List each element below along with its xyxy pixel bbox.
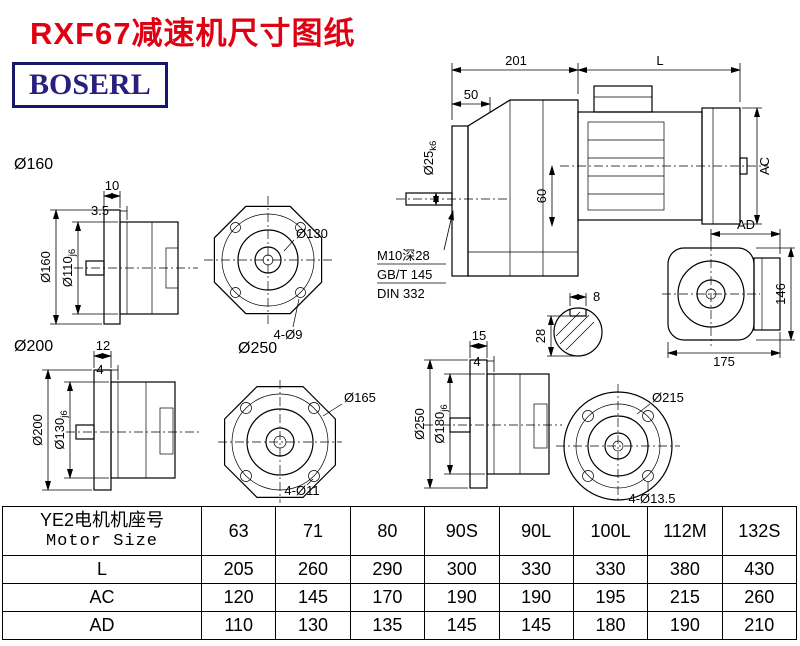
technical-drawing-canvas: 201 L 50 Ø25k6 60 AC M10深28 GB/T 145 DIN… — [14, 53, 795, 505]
table-cell: 110 — [200, 611, 277, 640]
column-header-100l: 100L — [572, 506, 649, 556]
flange200-label: Ø200 — [14, 338, 53, 355]
flange160-front-view: Ø130 4-Ø9 — [204, 196, 332, 342]
table-cell: 145 — [275, 583, 351, 612]
flange160-side-view: Ø160 10 3.5 Ø160 Ø110j6 — [14, 156, 198, 325]
column-header-132s: 132S — [721, 506, 798, 556]
dim-flange200-od: Ø200 — [30, 414, 45, 446]
dim-flange160-bolt-circle: Ø130 — [296, 226, 328, 241]
table-cell: 210 — [721, 611, 798, 640]
table-cell: 190 — [647, 611, 723, 640]
table-cell: 380 — [647, 555, 723, 584]
dim-shaft-diameter: Ø25k6 — [421, 141, 439, 176]
table-cell: 330 — [572, 555, 649, 584]
table-cell: 180 — [572, 611, 649, 640]
dim-50: 50 — [464, 87, 478, 102]
table-cell: 145 — [424, 611, 500, 640]
main-assembly-view: 201 L 50 Ø25k6 60 AC M10深28 GB/T 145 DIN… — [377, 53, 772, 301]
flange200-spigot-fit: j6 — [59, 410, 70, 418]
table-row-AC: AC 120 145 170 190 190 195 215 260 — [2, 583, 798, 612]
dim-L: L — [656, 53, 663, 68]
dim-flange250-spigot: Ø180j6 — [432, 404, 450, 443]
dim-146: 146 — [773, 283, 788, 305]
note-thread: M10深28 — [377, 248, 430, 263]
column-header-112m: 112M — [647, 506, 723, 556]
column-header-63: 63 — [200, 506, 277, 556]
dim-flange160-step: 3.5 — [91, 203, 109, 218]
flange250-spigot-fit: j6 — [439, 404, 450, 412]
table-cell: 260 — [275, 555, 351, 584]
flange250-front-view: Ø215 4-Ø13.5 — [556, 384, 684, 505]
dim-flange200-spigot: Ø130j6 — [52, 410, 70, 449]
table-cell: 330 — [498, 555, 574, 584]
flange160-spigot-value: Ø110 — [60, 256, 75, 287]
table-cell: 130 — [275, 611, 351, 640]
brand-logo: BOSERL — [12, 62, 168, 108]
column-header-90l: 90L — [498, 506, 574, 556]
dim-AD: AD — [737, 217, 755, 232]
flange200-front-view: Ø165 4-Ø11 — [218, 380, 376, 503]
dim-flange250-holes: 4-Ø13.5 — [629, 491, 676, 505]
table-cell: 195 — [572, 583, 649, 612]
dim-flange160-thickness: 10 — [105, 178, 119, 193]
table-cell: 300 — [424, 555, 500, 584]
dim-flange160-spigot: Ø110j6 — [60, 249, 78, 287]
page-title: RXF67减速机尺寸图纸 — [30, 16, 356, 51]
flange160-label: Ø160 — [14, 156, 53, 173]
dim-flange250-od: Ø250 — [412, 408, 427, 440]
dim-flange200-bolt-circle: Ø165 — [344, 390, 376, 405]
flange250-side-view: Ø250 15 4 Ø250 Ø180j6 — [238, 328, 562, 489]
dim-flange250-bolt-circle: Ø215 — [652, 390, 684, 405]
table-cell: 170 — [349, 583, 426, 612]
shaft-dia-value: Ø25 — [421, 151, 436, 176]
dim-flange250-step: 4 — [473, 354, 480, 369]
table-cell: 290 — [349, 555, 426, 584]
table-cell: 135 — [349, 611, 426, 640]
note-standard-gb: GB/T 145 — [377, 267, 432, 282]
dim-flange200-thickness: 12 — [96, 338, 110, 353]
flange200-side-view: Ø200 12 4 Ø200 Ø130j6 — [14, 338, 200, 491]
column-header-71: 71 — [275, 506, 351, 556]
dim-key-depth-28: 28 — [533, 329, 548, 343]
dim-AC: AC — [757, 157, 772, 175]
output-end-view: AD 146 175 — [662, 217, 795, 369]
table-cell: 190 — [424, 583, 500, 612]
table-row-L: L 205 260 290 300 330 330 380 430 — [2, 555, 798, 584]
table-cell: 145 — [498, 611, 574, 640]
table-cell: 430 — [721, 555, 798, 584]
table-cell: 215 — [647, 583, 723, 612]
motor-dimension-table: YE2电机机座号 Motor Size 63 71 80 90S 90L 100… — [2, 506, 798, 640]
dim-flange160-holes: 4-Ø9 — [274, 327, 303, 342]
dim-175: 175 — [713, 354, 735, 369]
dim-60: 60 — [534, 189, 549, 203]
table-cell: 120 — [200, 583, 277, 612]
row-label-AD: AD — [2, 611, 202, 640]
flange250-spigot-value: Ø180 — [432, 412, 447, 444]
table-cell: 190 — [498, 583, 574, 612]
motor-size-header-cn: YE2电机机座号 — [39, 510, 165, 530]
flange200-spigot-value: Ø130 — [52, 418, 67, 450]
dim-flange250-thickness: 15 — [472, 328, 486, 343]
shaft-key-section-view: 8 28 — [533, 289, 603, 357]
table-header-row: YE2电机机座号 Motor Size 63 71 80 90S 90L 100… — [2, 506, 798, 556]
dim-201: 201 — [505, 53, 527, 68]
dim-flange200-holes: 4-Ø11 — [284, 483, 319, 498]
flange250-label: Ø250 — [238, 340, 277, 357]
table-cell: 205 — [200, 555, 277, 584]
motor-size-header-en: Motor Size — [45, 532, 159, 551]
shaft-fit-value: k6 — [428, 141, 439, 151]
flange160-spigot-fit: j6 — [67, 249, 78, 257]
motor-size-header-cell: YE2电机机座号 Motor Size — [2, 506, 202, 556]
dim-key-width-8: 8 — [593, 289, 600, 304]
dim-flange200-step: 4 — [96, 362, 103, 377]
dim-flange160-od: Ø160 — [38, 251, 53, 283]
row-label-AC: AC — [2, 583, 202, 612]
table-row-AD: AD 110 130 135 145 145 180 190 210 — [2, 611, 798, 640]
table-cell: 260 — [721, 583, 798, 612]
note-standard-din: DIN 332 — [377, 286, 425, 301]
column-header-80: 80 — [349, 506, 426, 556]
row-label-L: L — [2, 555, 202, 584]
column-header-90s: 90S — [424, 506, 500, 556]
